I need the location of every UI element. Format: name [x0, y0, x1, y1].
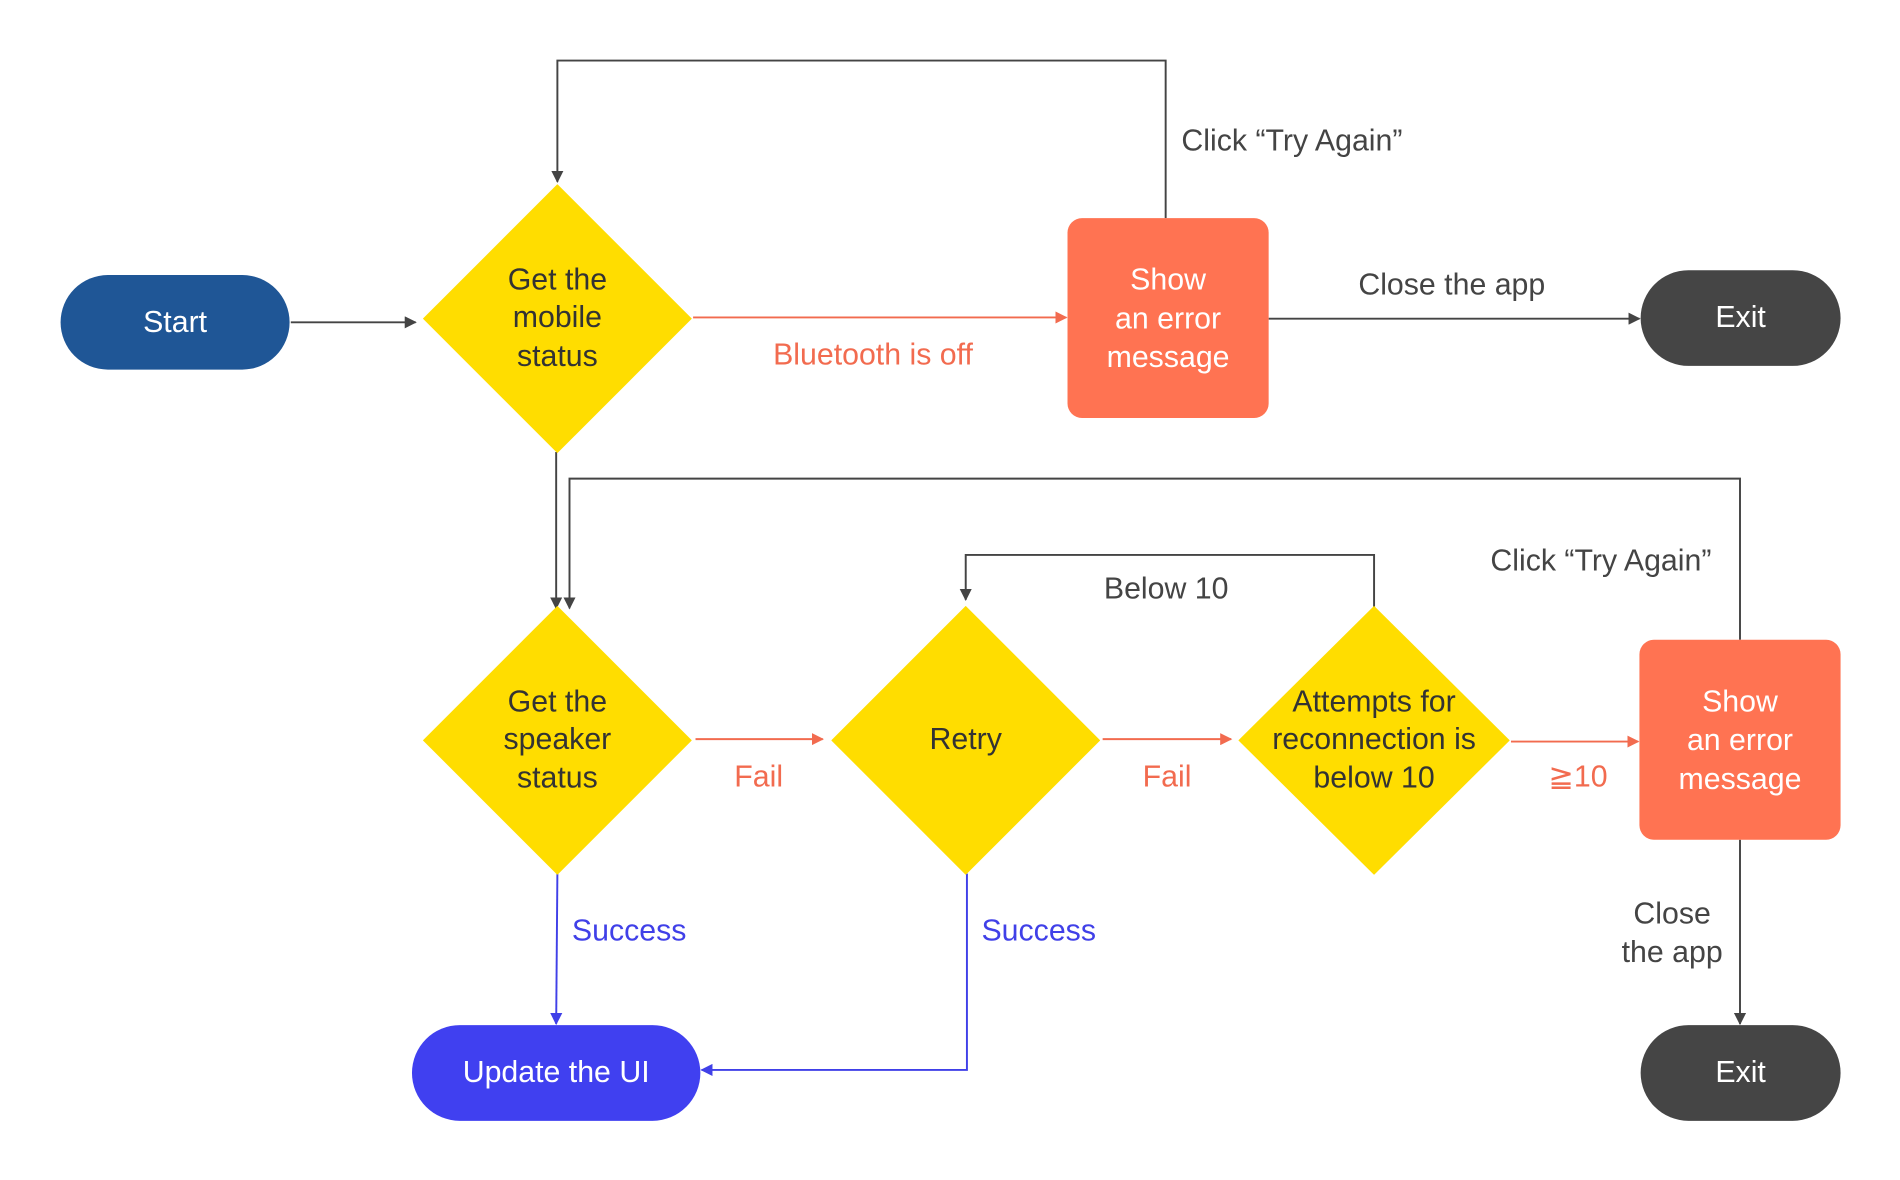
decision-get-mobile-status: Get the mobile status — [422, 184, 692, 454]
edge-speaker-success — [550, 873, 563, 1026]
decision-retry: Retry — [831, 605, 1101, 875]
update-ui-node: Update the UI — [411, 1025, 701, 1121]
update-ui-label: Update the UI — [462, 1055, 650, 1090]
edge-attempts-below-10 — [959, 553, 1376, 609]
edge-error-bottom-try-again — [563, 477, 1741, 640]
exit-bottom-node: Exit — [1640, 1025, 1841, 1121]
edge-label-below-10: Below 10 — [1103, 571, 1229, 606]
decision-label: Attempts for reconnection is below 10 — [1272, 684, 1476, 795]
start-label: Start — [143, 304, 208, 339]
edge-label-fail-speaker: Fail — [734, 759, 784, 794]
edge-label-fail-retry: Fail — [1142, 759, 1192, 794]
edge-label-close-app-top: Close the app — [1358, 267, 1546, 302]
decision-label: Get the speaker status — [503, 684, 612, 795]
edge-retry-success — [700, 873, 968, 1076]
error-message-bottom: Show an error message — [1639, 639, 1841, 840]
decision-attempts-below-10: Attempts for reconnection is below 10 — [1238, 605, 1510, 875]
edge-label-try-again-top: Click “Try Again” — [1181, 123, 1403, 158]
error-message-top: Show an error message — [1067, 218, 1269, 419]
exit-label: Exit — [1715, 300, 1766, 335]
edge-error-top-try-again — [551, 59, 1167, 219]
edge-label-ge-10: ≧10 — [1548, 759, 1608, 794]
decision-label: Get the mobile status — [507, 262, 608, 373]
start-node: Start — [60, 275, 290, 370]
edge-label-success-speaker: Success — [571, 913, 687, 948]
decision-get-speaker-status: Get the speaker status — [422, 605, 692, 875]
edge-label-close-app-bottom: Close the app — [1621, 896, 1723, 970]
edge-label-success-retry: Success — [981, 913, 1096, 948]
exit-label: Exit — [1715, 1055, 1766, 1090]
exit-top-node: Exit — [1640, 270, 1841, 366]
edge-label-bluetooth-off: Bluetooth is off — [773, 338, 973, 372]
decision-label: Retry — [929, 722, 1002, 757]
edge-label-try-again-bottom: Click “Try Again” — [1490, 544, 1712, 578]
